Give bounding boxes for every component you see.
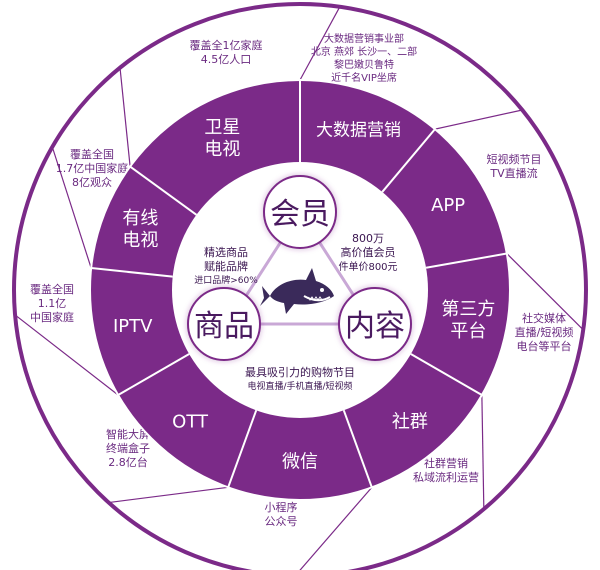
channel-description: 北京 燕郊 长沙一、二部 [311, 45, 417, 58]
channel-description: 8亿观众 [72, 176, 112, 189]
member-desc-2: 高价值会员 [341, 245, 396, 259]
channel-label: 社群 [392, 411, 428, 432]
outer-divider [299, 6, 341, 81]
channel-description: 2.8亿台 [108, 455, 148, 469]
channel-description: 大数据营销事业部 [324, 32, 404, 45]
channel-label: 第三方 [441, 299, 495, 320]
outer-divider [108, 486, 229, 504]
ring-divider [342, 409, 373, 488]
outer-dividers [14, 6, 584, 570]
goods-node: 商品 [187, 287, 261, 361]
channel-description: 近千名VIP坐席 [331, 71, 397, 84]
ring-divider [425, 252, 507, 269]
channel-description: 4.5亿人口 [201, 53, 252, 66]
channel-description: 公众号 [265, 515, 298, 528]
channel-description: 社群营销 [424, 456, 468, 470]
goods-desc-1: 精选商品 [204, 245, 248, 259]
channel-label: 电视 [204, 139, 240, 160]
content-desc-2: 电视直播/手机直播/短视频 [247, 380, 352, 392]
channel-description: TV直播流 [489, 166, 537, 180]
channel-label: APP [431, 195, 465, 216]
outer-divider [51, 146, 92, 269]
channel-description: 短视频节目 [487, 152, 542, 166]
outer-divider [481, 394, 485, 510]
channel-label: 平台 [450, 321, 486, 342]
shark-icon [260, 268, 334, 314]
channel-label: 卫星 [204, 117, 240, 138]
member-desc-1: 800万 [352, 232, 384, 245]
channel-description: 1.7亿中国家庭 [56, 161, 129, 175]
channel-description: 直播/短视频 [515, 325, 574, 339]
outer-divider [506, 253, 584, 331]
core-triangle [225, 209, 375, 326]
ring-divider [381, 128, 436, 193]
channel-description: 覆盖全1亿家庭 [190, 38, 263, 52]
content-node: 内容 [338, 287, 412, 361]
ring-divider [129, 165, 198, 216]
goods-desc-3: 进口品牌>60% [194, 274, 258, 286]
channel-label: 大数据营销 [316, 120, 401, 140]
channel-description: 小程序 [265, 500, 298, 514]
outer-divider [434, 109, 523, 130]
member-node: 会员 [263, 175, 337, 249]
content-desc-1: 最具吸引力的购物节目 [245, 365, 355, 379]
member-desc-3: 件单价800元 [338, 261, 397, 273]
member-label: 会员 [270, 197, 330, 232]
channel-label: OTT [172, 411, 209, 432]
ring-divider [91, 267, 173, 278]
channel-description: 1.1亿 [38, 297, 67, 310]
channel-label: 电视 [122, 230, 158, 251]
outer-divider [119, 67, 131, 167]
channel-description: 私域流利运营 [413, 470, 479, 484]
channel-description: 黎巴嫩贝鲁特 [334, 58, 394, 71]
channel-description: 社交媒体 [522, 311, 566, 325]
goods-desc-2: 赋能品牌 [204, 259, 248, 273]
ring-dividers [91, 80, 507, 488]
channel-description: 中国家庭 [30, 310, 74, 324]
content-label: 内容 [345, 309, 405, 344]
channel-description: 终端盒子 [106, 441, 150, 455]
goods-label: 商品 [194, 309, 254, 344]
outer-divider [299, 486, 373, 570]
channel-description: 覆盖全国 [30, 282, 74, 296]
channel-description: 覆盖全国 [70, 147, 114, 161]
channel-label: 有线 [122, 208, 158, 229]
ring-divider [117, 353, 190, 396]
ring-divider [227, 409, 258, 488]
channel-label: IPTV [113, 316, 153, 337]
channel-description: 电台等平台 [517, 339, 572, 353]
ring-divider [410, 353, 483, 396]
channel-description: 智能大屏 [106, 427, 150, 441]
channel-label: 微信 [282, 451, 318, 472]
outer-divider [14, 314, 119, 396]
